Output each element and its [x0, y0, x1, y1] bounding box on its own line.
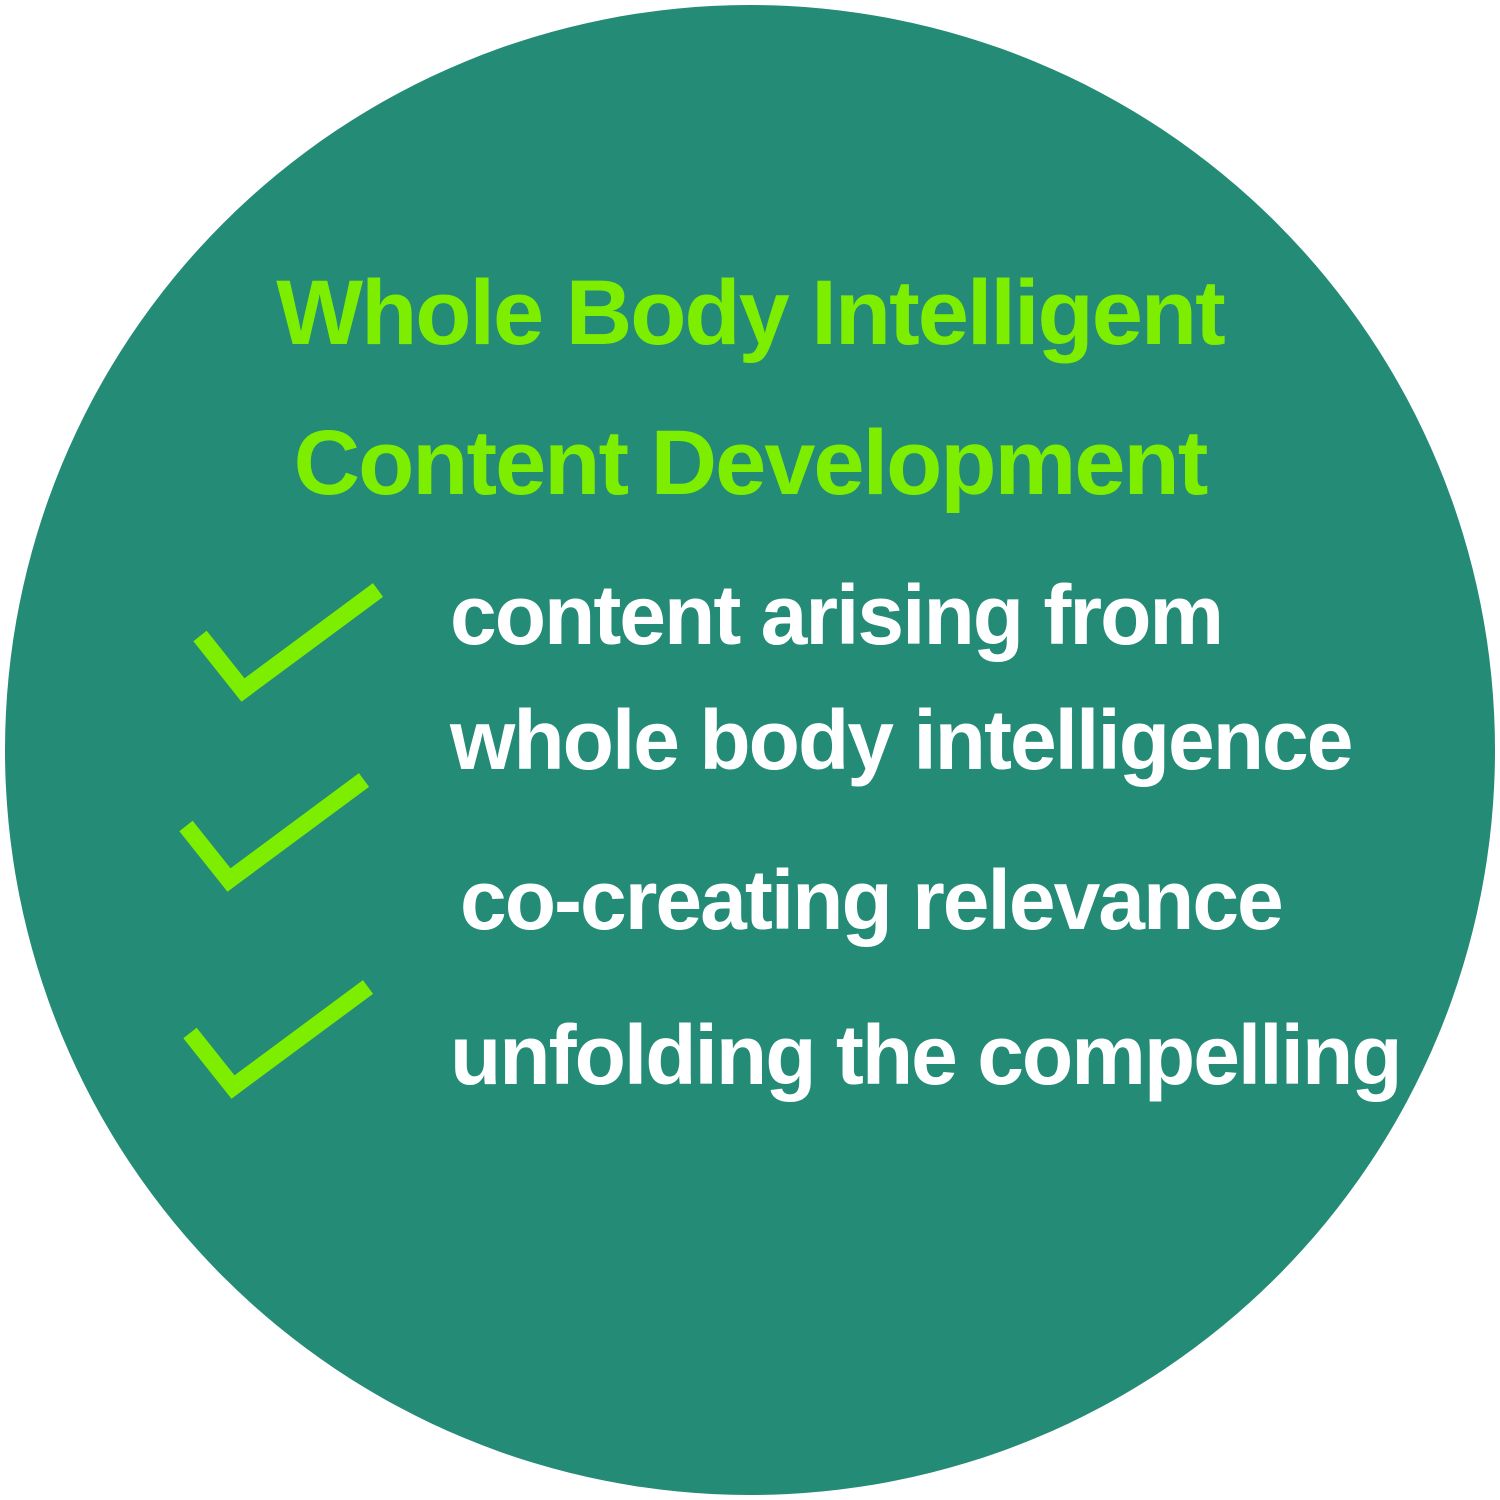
title-line-1: Whole Body Intelligent	[276, 262, 1226, 364]
item-2-line-1: co-creating relevance	[460, 853, 1284, 947]
checkmark-icon	[188, 578, 388, 718]
checkmark-icon	[174, 768, 374, 908]
title-line-2: Content Development	[293, 412, 1209, 514]
item-1-line-2: whole body intelligence	[450, 693, 1353, 787]
checkmark-icon	[178, 975, 378, 1115]
green-circle-background	[5, 5, 1495, 1495]
item-3-line-1: unfolding the compelling	[450, 1008, 1403, 1102]
item-1-line-1: content arising from	[450, 568, 1224, 662]
